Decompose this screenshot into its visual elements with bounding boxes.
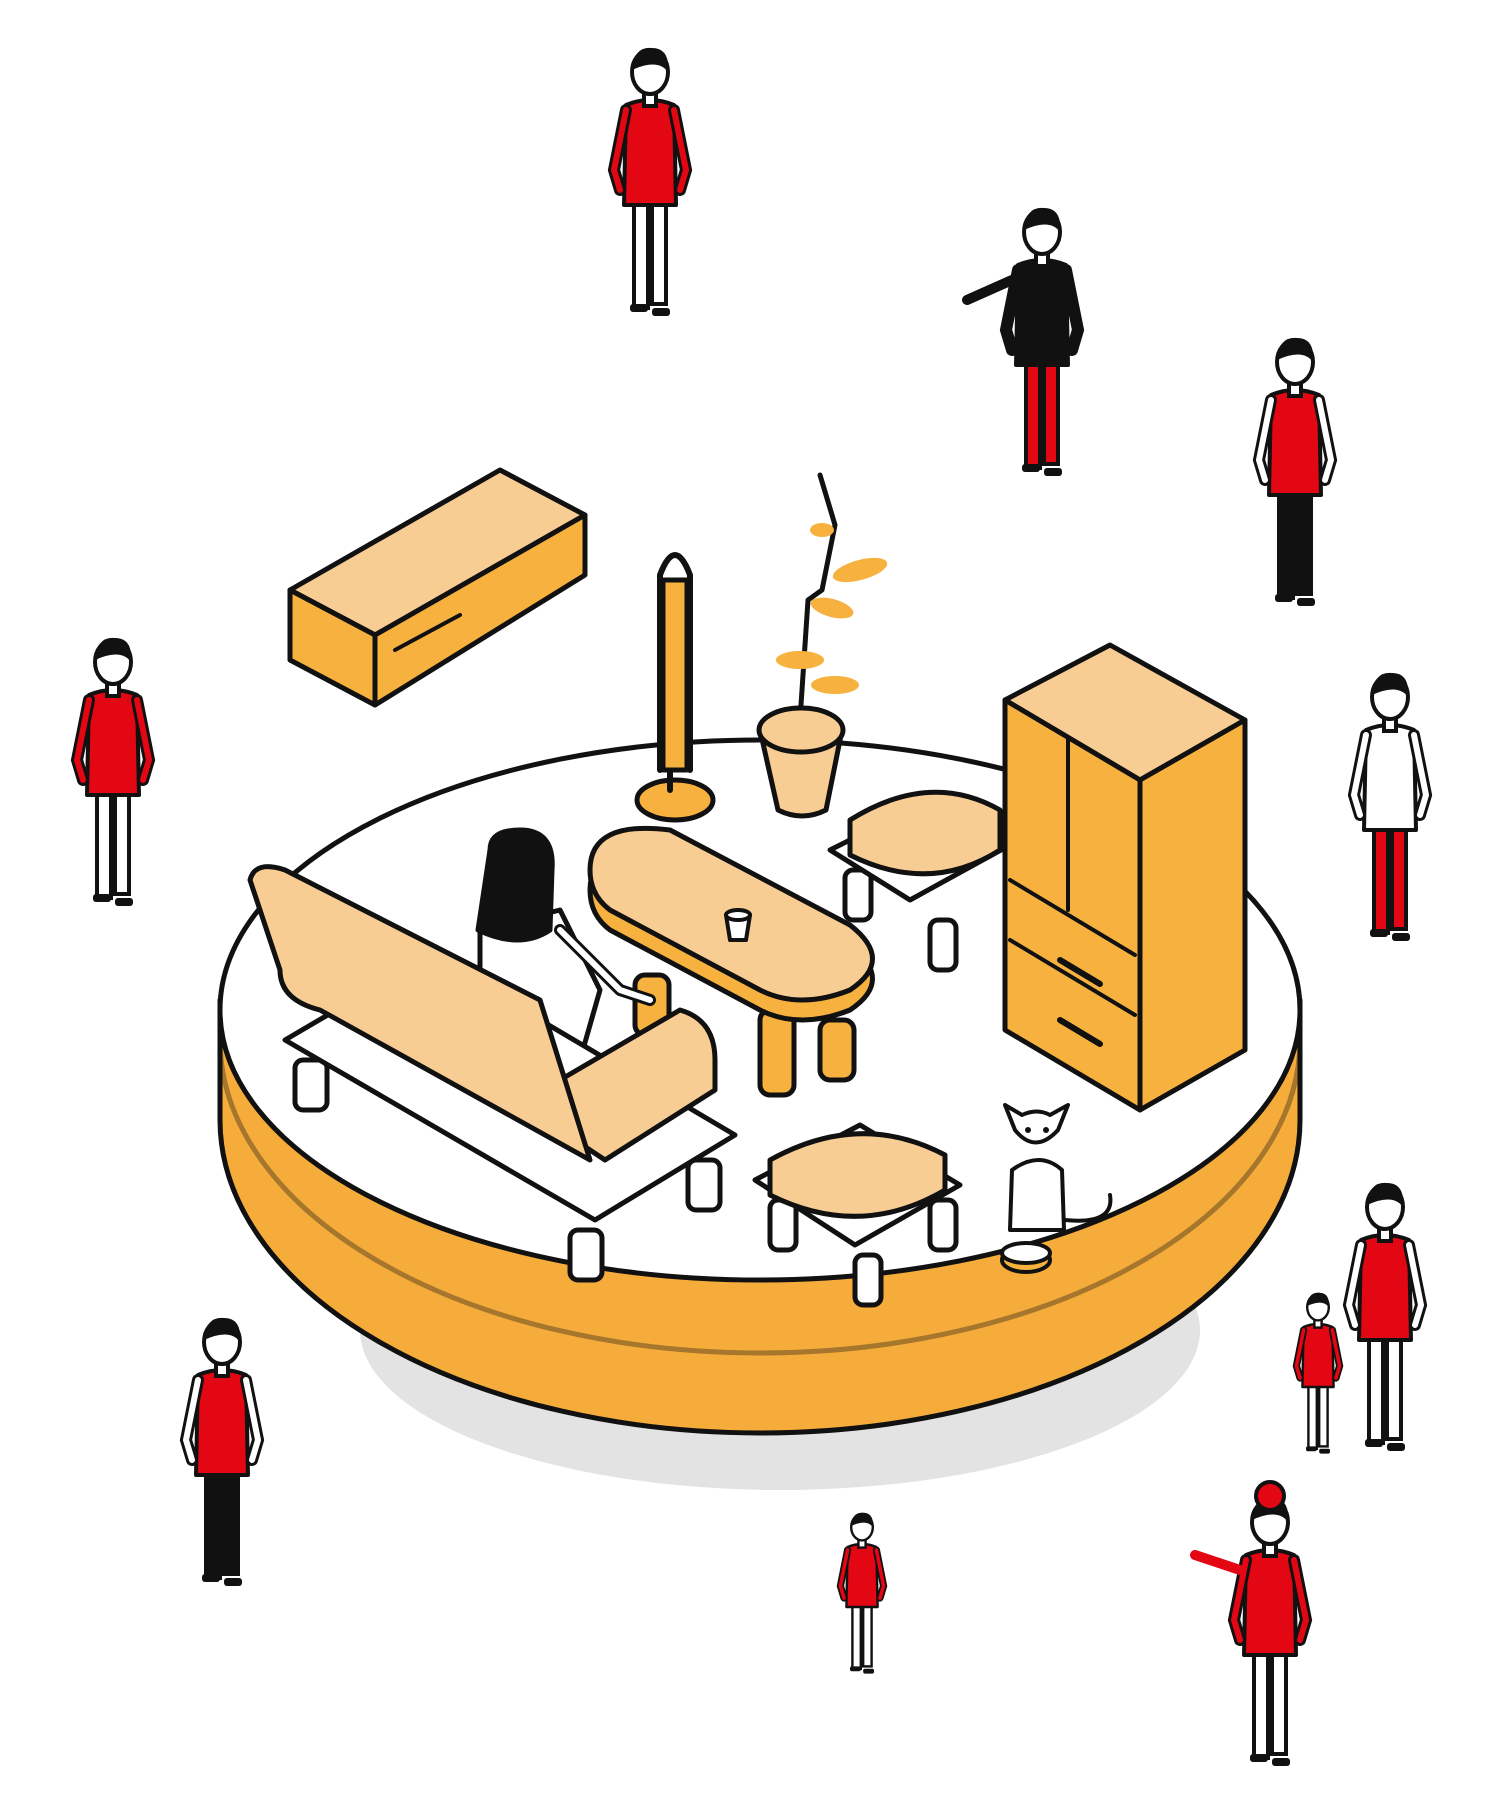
person-right-woman bbox=[1349, 1183, 1421, 1451]
person-child-with-woman bbox=[1296, 1293, 1339, 1454]
stool-back bbox=[827, 789, 1013, 973]
sofa bbox=[247, 864, 738, 1283]
person-right-upper bbox=[1259, 338, 1331, 606]
person-bottom-child bbox=[840, 1513, 883, 1674]
seated-woman bbox=[475, 827, 656, 1063]
person-pointing-top-right bbox=[962, 208, 1078, 476]
cat bbox=[1003, 1103, 1113, 1232]
person-left-woman bbox=[77, 638, 149, 906]
person-top-center bbox=[614, 48, 686, 316]
person-right-middle bbox=[1354, 673, 1426, 941]
cup bbox=[724, 908, 752, 942]
floor-lamp bbox=[634, 552, 716, 823]
pet-bowl bbox=[1000, 1241, 1052, 1274]
person-bottom-right-hat bbox=[1190, 1480, 1306, 1766]
refrigerator bbox=[1002, 642, 1248, 1113]
person-bottom-left bbox=[186, 1318, 258, 1586]
air-conditioner bbox=[287, 467, 588, 708]
potted-plant bbox=[756, 472, 888, 819]
stool-front bbox=[752, 1122, 963, 1308]
